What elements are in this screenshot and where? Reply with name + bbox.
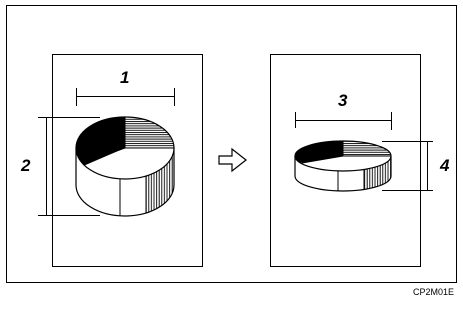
original-height-dimension	[38, 117, 100, 216]
reduced-page: 3 4	[270, 54, 450, 267]
original-width-dimension	[76, 88, 175, 106]
hollow-right-arrow-icon	[218, 147, 247, 173]
original-pie-chart	[75, 116, 175, 217]
label-4: 4	[439, 156, 450, 175]
label-2: 2	[20, 156, 31, 175]
label-1: 1	[120, 68, 129, 87]
reduced-pie-chart	[294, 140, 392, 192]
label-3: 3	[338, 91, 348, 110]
reduced-height-dimension	[382, 141, 433, 191]
figure-code: CP2M01E	[413, 287, 454, 297]
reduced-width-dimension	[295, 112, 392, 130]
original-page: 1 2	[20, 54, 203, 267]
